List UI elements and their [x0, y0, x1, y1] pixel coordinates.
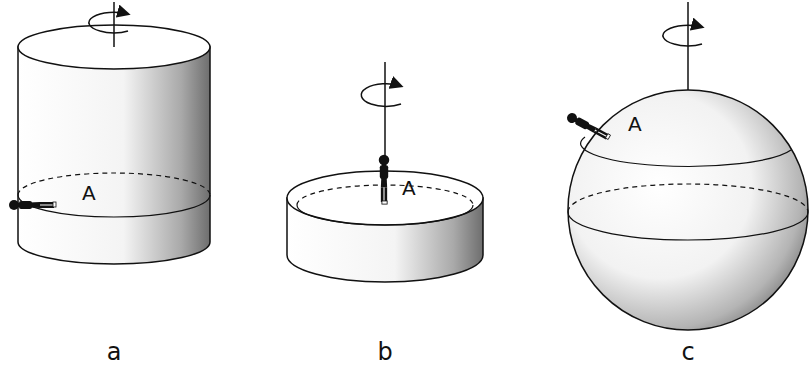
- point-label: A: [82, 183, 96, 203]
- point-label: A: [402, 178, 416, 198]
- sphere: [568, 2, 808, 330]
- cylinder: [18, 2, 210, 264]
- person-figure: [565, 111, 611, 142]
- person-figure: [9, 200, 56, 210]
- panel-letter: c: [681, 340, 694, 364]
- panel-letter: a: [107, 340, 122, 364]
- disc: [287, 62, 483, 282]
- point-label: A: [628, 114, 642, 134]
- panel-letter: b: [377, 340, 392, 364]
- person-figure: [379, 155, 390, 204]
